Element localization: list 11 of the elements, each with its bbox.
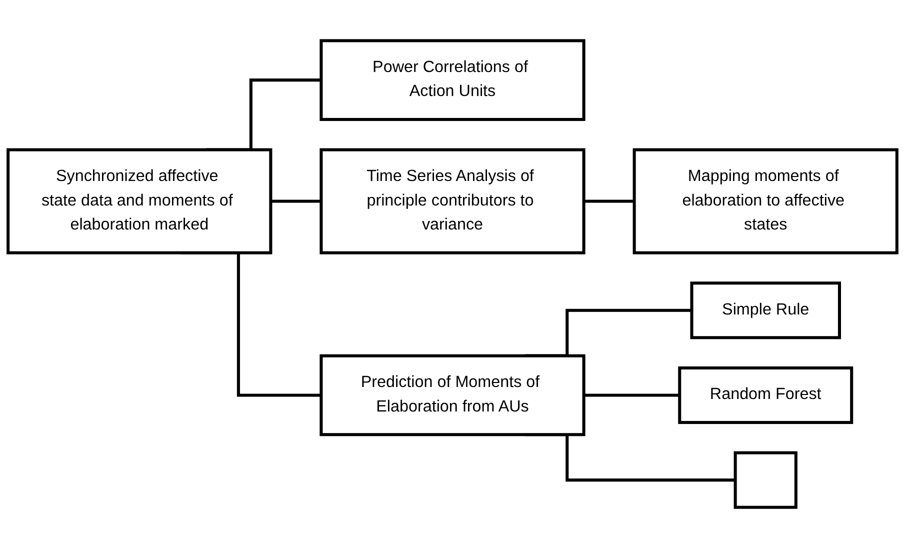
- node-box: Mapping moments of elaboration to affective states: [632, 148, 898, 254]
- connector: [584, 200, 634, 203]
- node-box: Simple Rule: [690, 282, 841, 340]
- node-box: Time Series Analysis of principle contributors to variance: [320, 148, 586, 254]
- node-box: [734, 451, 798, 509]
- node-box: Synchronized affective state data and moments of elaboration marked: [6, 148, 272, 254]
- node-box: Prediction of Moments of Elaboration from AUs: [320, 354, 586, 436]
- node-box: Power Correlations of Action Units: [320, 39, 586, 121]
- connector: [584, 394, 680, 397]
- connector: [270, 200, 322, 203]
- node-box: Random Forest: [678, 366, 854, 424]
